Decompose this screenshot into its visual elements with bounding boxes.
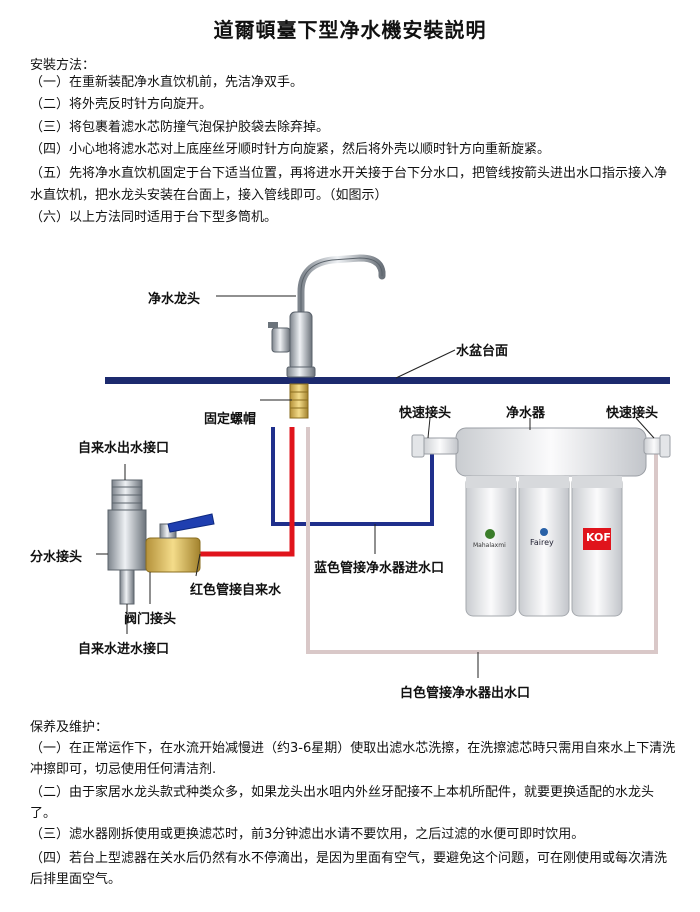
label-purifier: 净水器 — [506, 406, 546, 421]
label-nut: 固定螺帽 — [204, 412, 257, 427]
install-step-3: （三）将包裹着滤水芯防撞气泡保护胶袋去除弃掉。 — [30, 120, 330, 135]
maintenance-item-4: （四）若台上型滤器在关水后仍然有水不停滴出，是因为里面有空气，要避免这个问题，可… — [30, 851, 668, 887]
sink-countertop — [105, 377, 670, 384]
maintenance-item-1: （一）在正常运作下，在水流开始减慢进（约3-6星期）使取出滤水芯洗擦，在洗擦滤芯… — [30, 741, 676, 777]
label-sink: 水盆台面 — [456, 344, 509, 359]
label-red-pipe: 红色管接自来水 — [190, 583, 282, 598]
white-pipe — [306, 427, 658, 654]
red-pipe — [200, 427, 295, 557]
page-title: 道爾頓臺下型净水機安裝説明 — [213, 18, 487, 42]
label-quick-right: 快速接头 — [606, 406, 659, 421]
kof-logo-icon — [583, 528, 611, 550]
install-step-2: （二）将外壳反时针方向旋开。 — [30, 97, 213, 112]
label-faucet: 净水龙头 — [148, 292, 201, 307]
maintenance-item-3: （三）滤水器刚拆使用或更换滤芯时，前3分钟滤出水请不要饮用，之后过滤的水便可即时… — [30, 827, 585, 842]
brand-2: Fairey — [530, 538, 554, 547]
fixing-nut — [289, 383, 309, 419]
faucet — [268, 254, 386, 378]
label-quick-left: 快速接头 — [399, 406, 452, 421]
purifier-unit — [411, 427, 671, 617]
maintenance-item-2: （二）由于家居水龙头款式种类众多，如果龙头出水咀内外丝牙配接不上本机所配件，就要… — [30, 785, 655, 821]
brand-3: KOF — [586, 531, 611, 544]
label-tap-outlet: 自来水出水接口 — [78, 441, 170, 456]
install-step-5: （五）先将净水直饮机固定于台下适当位置，再将进水开关接于台下分水口，把管线按箭头… — [30, 166, 668, 203]
label-tap-inlet: 自来水进水接口 — [78, 642, 170, 657]
bird-logo-icon — [540, 528, 548, 536]
diverter-assembly — [107, 479, 215, 605]
installation-diagram: 净水龙头 水盆台面 固定螺帽 快速接头 净水器 快速接头 自来水出水接口 分水接… — [0, 232, 700, 712]
diagram-svg — [96, 254, 671, 678]
maintenance-heading: 保养及维护： — [30, 720, 109, 735]
install-step-1: （一）在重新装配净水直饮机前，先洁净双手。 — [30, 75, 304, 90]
label-white-pipe: 白色管接净水器出水口 — [400, 686, 531, 701]
install-step-6: （六）以上方法同时适用于台下型多筒机。 — [30, 210, 278, 225]
leaf-logo-icon — [485, 529, 495, 539]
blue-pipe — [271, 427, 434, 526]
label-valve: 阀门接头 — [124, 612, 177, 627]
brand-1: Mahalaxmi — [473, 542, 506, 549]
label-diverter: 分水接头 — [30, 550, 83, 565]
install-step-4: （四）小心地将滤水芯对上底座丝牙顺时针方向旋紧，然后将外壳以顺时针方向重新旋紧。 — [30, 142, 551, 157]
label-blue-pipe: 蓝色管接净水器进水口 — [314, 561, 445, 576]
install-heading: 安裝方法： — [30, 58, 96, 73]
